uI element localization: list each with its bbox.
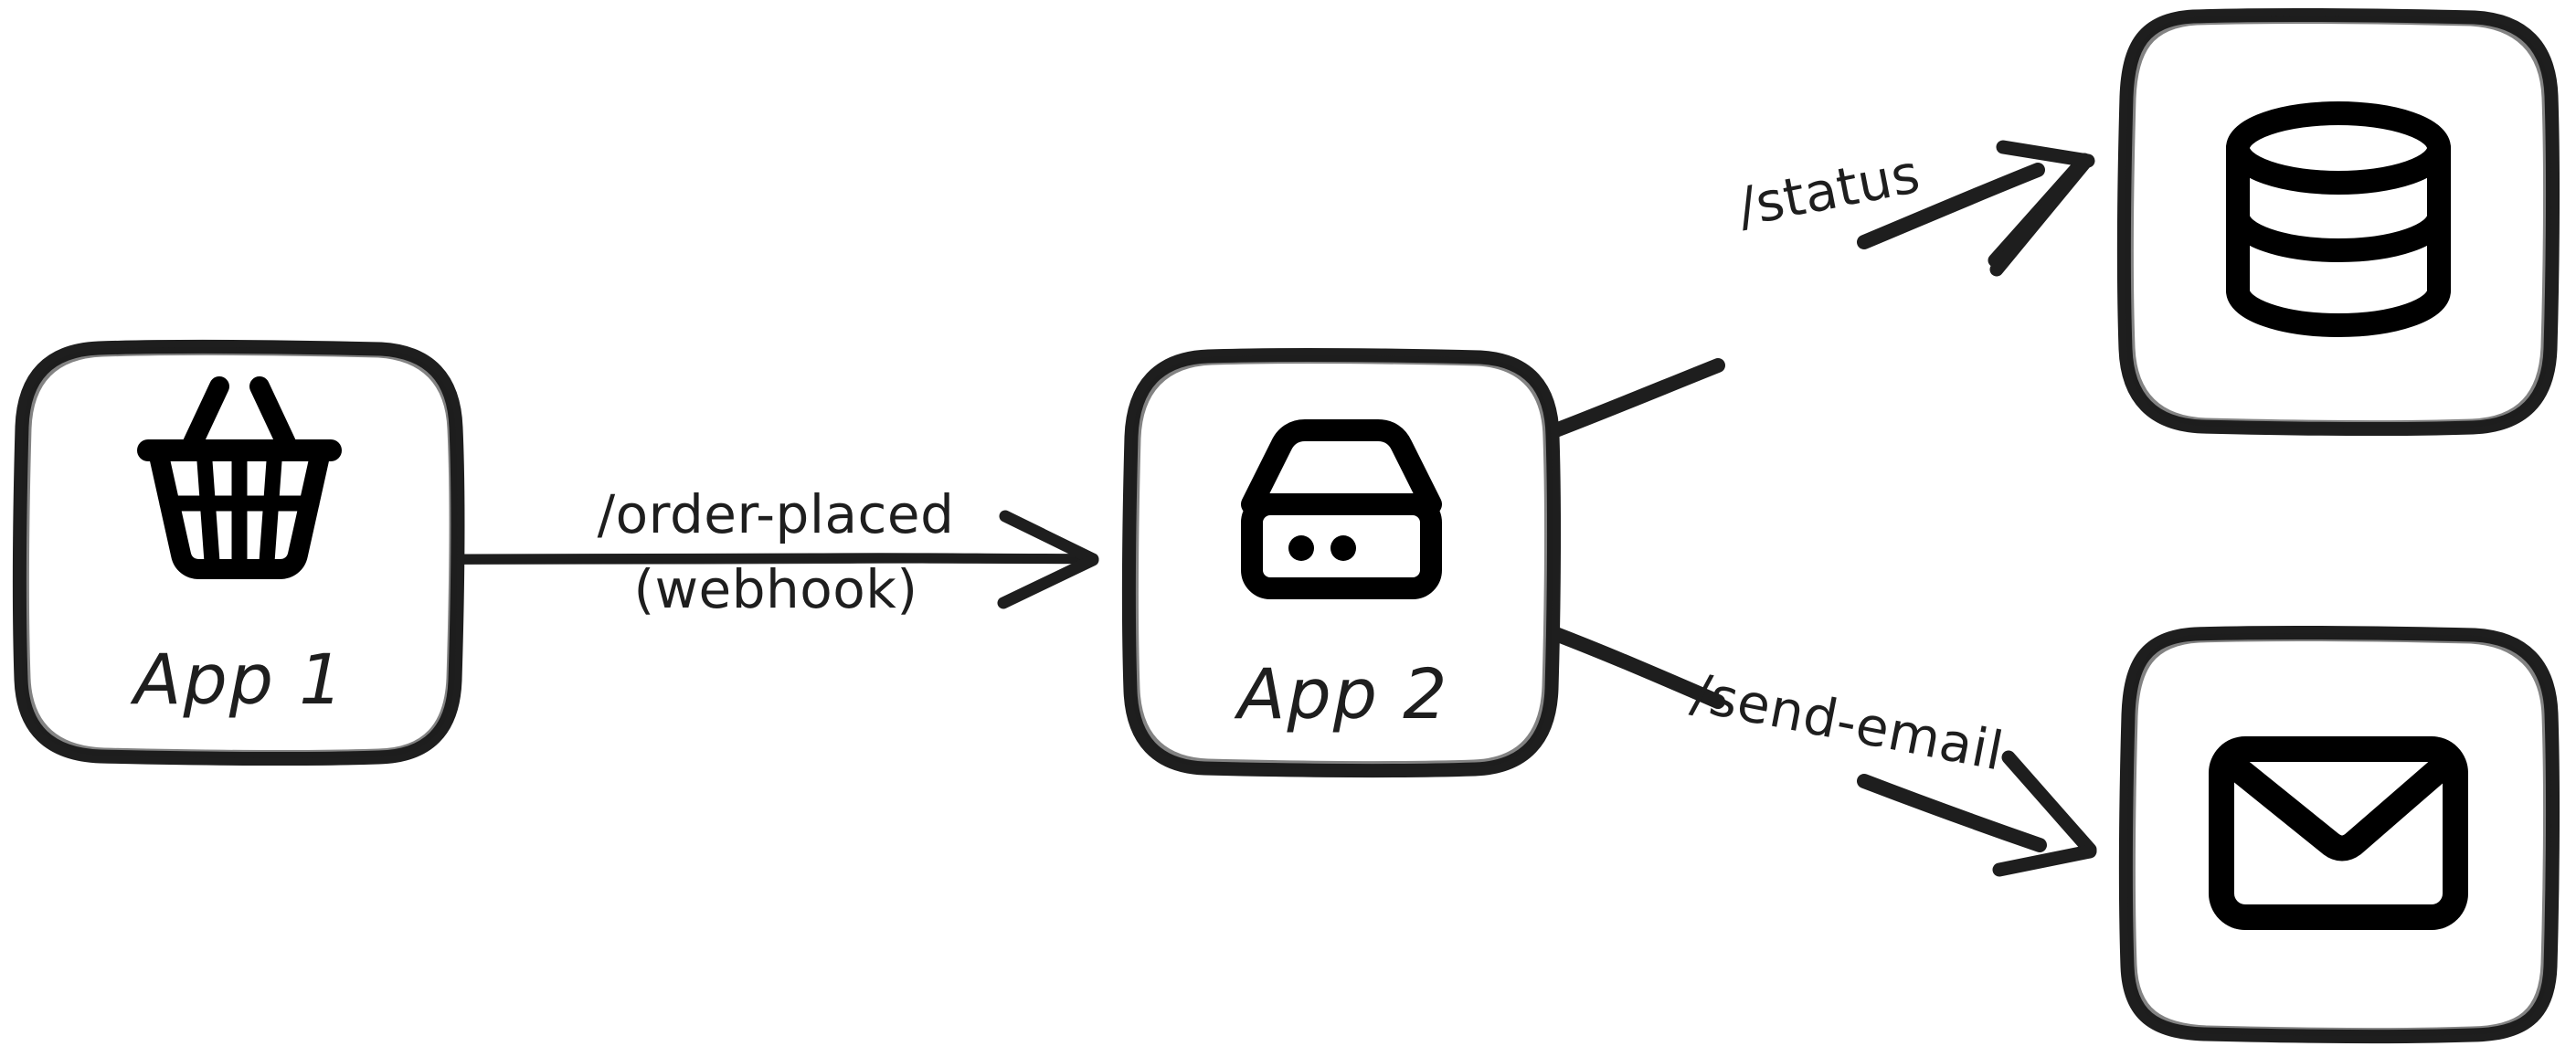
envelope-icon bbox=[2209, 736, 2468, 930]
edge-status-shaft-lower bbox=[1546, 358, 1725, 439]
edge-send-email-shaft-upper bbox=[1546, 626, 1725, 709]
edge-order-placed[interactable]: /order-placed (webhook) bbox=[454, 483, 1099, 620]
app2-box-sketch bbox=[1129, 354, 1553, 770]
edge-send-email[interactable]: /send-email bbox=[1546, 626, 2097, 877]
email-box bbox=[2118, 625, 2560, 1044]
app1-box bbox=[12, 339, 465, 766]
node-app1[interactable]: App 1 bbox=[12, 339, 465, 766]
edge-status-shaft-upper bbox=[1857, 163, 2045, 249]
edge-order-placed-label-line2: (webhook) bbox=[633, 558, 917, 620]
app1-box-sketch bbox=[20, 346, 458, 759]
email-box-sketch bbox=[2126, 632, 2552, 1037]
node-email[interactable] bbox=[2118, 625, 2560, 1044]
edge-send-email-label: /send-email bbox=[1687, 661, 2009, 783]
server-icon bbox=[1241, 419, 1442, 599]
edge-send-email-arrowhead-upper bbox=[2001, 750, 2097, 857]
edge-send-email-arrowhead-lower bbox=[1992, 844, 2097, 877]
edge-order-placed-label-line1: /order-placed bbox=[598, 483, 955, 545]
edge-order-placed-arrowhead-bottom bbox=[997, 554, 1099, 609]
node-app2[interactable]: App 2 bbox=[1121, 347, 1562, 778]
edge-order-placed-shaft-2 bbox=[459, 556, 1089, 565]
edge-status-arrowhead-top bbox=[1996, 140, 2095, 168]
database-icon bbox=[2226, 101, 2451, 337]
app1-label: App 1 bbox=[130, 639, 345, 720]
app2-label: App 2 bbox=[1234, 653, 1449, 735]
shopping-basket-icon bbox=[137, 376, 342, 579]
edge-order-placed-arrowhead-top bbox=[999, 510, 1099, 565]
app2-box bbox=[1121, 347, 1562, 778]
edge-status[interactable]: /status bbox=[1546, 140, 2095, 439]
database-box bbox=[2116, 7, 2560, 437]
node-database[interactable] bbox=[2116, 7, 2560, 437]
edge-send-email-shaft-lower bbox=[1857, 774, 2047, 852]
edge-status-arrowhead-upper bbox=[1989, 153, 2094, 277]
database-box-sketch bbox=[2125, 15, 2552, 429]
